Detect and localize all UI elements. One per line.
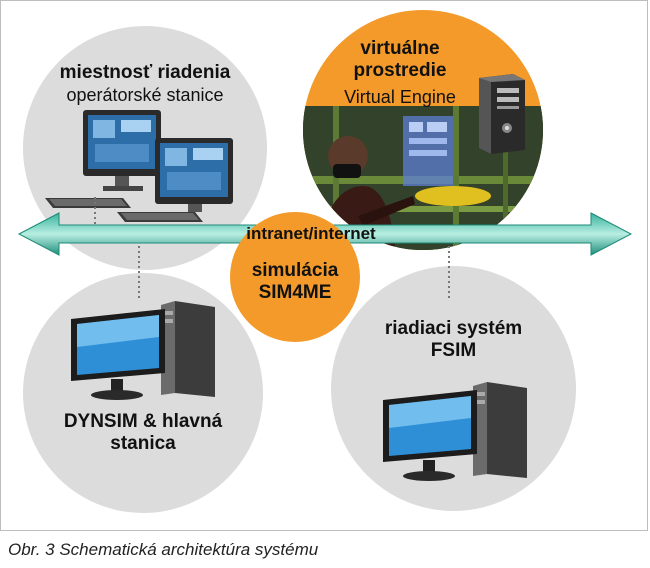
network-label-overlay: intranet/internet — [246, 224, 376, 243]
simulation-line1: simulácia — [251, 260, 339, 281]
control-room-subtitle: operátorské stanice — [66, 85, 224, 105]
control-system-circle: riadiaci systém FSIM — [331, 266, 576, 511]
control-system-computer-icon — [383, 382, 527, 481]
figure-caption: Obr. 3 Schematická architektúra systému — [8, 540, 319, 559]
virtual-env-subtitle: Virtual Engine — [344, 87, 456, 107]
dynsim-computer-icon — [71, 301, 215, 400]
dynsim-line1: DYNSIM & hlavná — [63, 411, 223, 432]
virtual-env-title-line1: virtuálne — [360, 38, 440, 59]
control-system-line1: riadiaci systém — [384, 318, 523, 339]
simulation-line2: SIM4ME — [258, 282, 332, 303]
figure-frame: miestnosť riadenia operátorské stanice — [0, 0, 648, 531]
virtual-env-title-line2: prostredie — [353, 60, 447, 81]
dynsim-line2: stanica — [110, 433, 176, 454]
operator-workstations-icon — [45, 110, 233, 222]
control-system-line2: FSIM — [430, 340, 477, 361]
connector-lines — [94, 197, 450, 301]
server-tower-icon — [479, 74, 525, 154]
simulation-circle: simulácia SIM4ME — [230, 212, 360, 342]
dynsim-circle: DYNSIM & hlavná stanica — [23, 273, 263, 513]
control-room-title: miestnosť riadenia — [59, 62, 231, 83]
